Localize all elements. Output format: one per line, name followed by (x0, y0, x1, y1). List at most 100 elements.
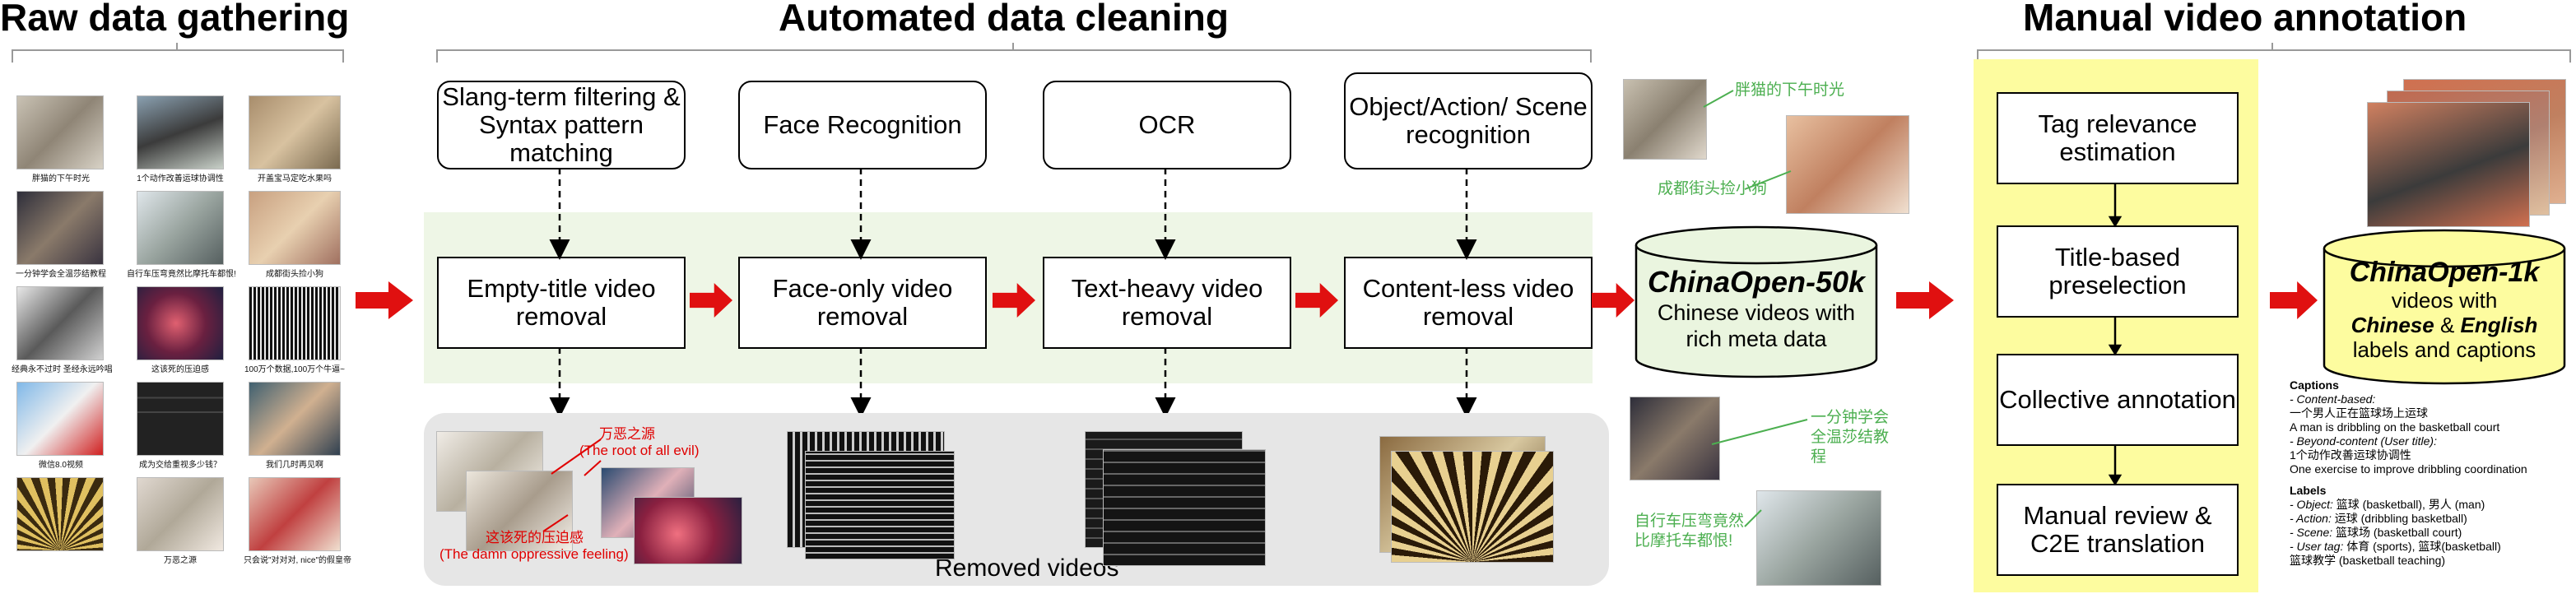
label-user-tag-value: 体育 (sports), 篮球(basketball) (2346, 540, 2501, 553)
slang-filter-label: Slang-term filtering & Syntax pattern ma… (442, 82, 681, 167)
thumb-table (137, 382, 224, 456)
raw-caption: 我们几时再见啊 (266, 461, 323, 470)
thumb-basketball (137, 95, 224, 169)
china1k-chinese: Chinese (2350, 313, 2434, 337)
removed-thumb-cat-2 (466, 471, 573, 551)
ocr-label: OCR (1138, 110, 1196, 139)
removed-caption-en-2: (The damn oppressive feeling) (439, 546, 629, 562)
china50k-description: Chinese videos with rich meta data (1657, 300, 1856, 351)
beyond-content-en: One exercise to improve dribbling coordi… (2290, 462, 2527, 476)
content-less-removal-box: Content-less video removal (1344, 257, 1593, 349)
sample-thumb-tie (1630, 397, 1720, 480)
raw-caption: 胖猫的下午时光 (32, 174, 90, 183)
raw-caption: 这该死的压迫感 (151, 365, 209, 374)
removed-thumb-fan-2 (1391, 451, 1554, 563)
ocr-box: OCR (1043, 81, 1291, 169)
removed-videos-label: Removed videos (935, 555, 1119, 582)
sample-thumb-cat (1623, 79, 1707, 160)
sample-caption-pointers (1703, 90, 1808, 527)
raw-thumbnail-grid: 胖猫的下午时光 1个动作改善运球协调性 开盖宝马定吃水果吗 一分钟学会全温莎结教… (12, 89, 352, 591)
china1k-english: English (2460, 313, 2538, 337)
label-scene: - Scene: 篮球场 (basketball court) (2290, 526, 2462, 540)
slang-filter-box: Slang-term filtering & Syntax pattern ma… (437, 81, 686, 169)
thumb-puppy (249, 191, 341, 265)
raw-caption: 开盖宝马定吃水果吗 (258, 174, 332, 183)
object-action-scene-label: Object/Action/ Scene recognition (1349, 92, 1588, 149)
sample-caption-tie: 一分钟学会全温莎结教程 (1811, 409, 1890, 466)
raw-caption: 一分钟学会全温莎结教程 (16, 270, 106, 279)
content-based-cn: 一个男人正在篮球场上运球 (2290, 406, 2428, 420)
thumb-horse (249, 95, 341, 169)
thumb-bicycle (137, 191, 224, 265)
text-heavy-removal-label: Text-heavy video removal (1071, 274, 1263, 331)
removed-caption-cn-1: 万恶之源 (599, 426, 655, 442)
raw-caption: 100万个数据,100万个牛逼~ (244, 365, 345, 374)
label-scene-key: - Scene: (2290, 526, 2333, 539)
automated-data-cleaning-title: Automated data cleaning (779, 0, 1229, 39)
thumb-cat (16, 95, 104, 169)
face-only-removal-box: Face-only video removal (738, 257, 987, 349)
china1k-title: ChinaOpen-1k (2349, 257, 2540, 288)
title-preselection-box: Title-based preselection (1997, 225, 2239, 318)
content-less-removal-label: Content-less video removal (1362, 274, 1574, 331)
removed-caption-en-1: (The root of all evil) (579, 443, 700, 458)
china50k-cylinder (1634, 225, 1878, 378)
thumb-face (249, 382, 341, 456)
raw-caption: 只会说"对对对, nice"的假皇帝 (244, 556, 352, 565)
empty-title-removal-label: Empty-title video removal (467, 274, 656, 331)
red-arrow-icon (690, 283, 732, 318)
manual-review-box: Manual review & C2E translation (1997, 484, 2239, 576)
raw-caption: 成为交给重视多少钱？ (139, 461, 221, 470)
china1k-line2: Chinese & English (2326, 313, 2563, 338)
sample-caption-cat: 胖猫的下午时光 (1735, 81, 1845, 99)
raw-brace (12, 49, 344, 63)
red-arrow-icon (1592, 283, 1634, 318)
red-arrow-icon (1295, 283, 1338, 318)
red-arrow-icon (2270, 281, 2318, 319)
tag-relevance-box: Tag relevance estimation (1997, 92, 2239, 184)
label-user-tag-2: 篮球教学 (basketball teaching) (2290, 554, 2446, 567)
label-action-value: 运球 (dribbling basketball) (2334, 512, 2467, 525)
raw-caption: 万恶之源 (164, 556, 197, 565)
thumb-fan (16, 477, 104, 551)
label-user-tag-key: - User tag: (2290, 540, 2344, 553)
raw-caption: 自行车压弯竟然比摩托车都恨! (127, 270, 236, 279)
removed-caption-pointers (542, 439, 602, 532)
china1k-line3: labels and captions (2352, 337, 2536, 362)
collective-annotation-label: Collective annotation (1999, 385, 2236, 414)
thumb-root-evil (137, 477, 224, 551)
title-preselection-label: Title-based preselection (2048, 243, 2187, 299)
basketball-thumb-front (2367, 102, 2530, 227)
beyond-content-label: - Beyond-content (User title): (2290, 434, 2437, 448)
thumb-classic (16, 286, 104, 360)
red-arrow-icon (993, 283, 1035, 318)
manual-review-label: Manual review & C2E translation (2023, 501, 2212, 558)
raw-caption: 1个动作改善运球协调性 (137, 174, 224, 183)
labels-heading: Labels (2290, 484, 2327, 497)
sample-thumb-puppy (1786, 115, 1909, 214)
removed-caption-cn-2: 这该死的压迫感 (486, 530, 584, 545)
face-only-removal-label: Face-only video removal (772, 274, 953, 331)
thumb-data (249, 286, 341, 360)
thumb-emperor (249, 477, 341, 551)
red-arrow-icon (1896, 281, 1954, 319)
text-heavy-removal-box: Text-heavy video removal (1043, 257, 1291, 349)
label-object: - Object: 篮球 (basketball), 男人 (man) (2290, 498, 2485, 512)
annotation-connectors (2108, 183, 2123, 485)
china1k-line1: videos with (2391, 288, 2498, 313)
face-recognition-label: Face Recognition (763, 110, 962, 139)
china1k-amp: & (2439, 313, 2455, 337)
raw-caption: 经典永不过时 圣经永远吟唱 (12, 365, 113, 374)
removed-thumb-text-2 (1103, 449, 1266, 566)
object-action-scene-box: Object/Action/ Scene recognition (1344, 72, 1593, 169)
face-recognition-box: Face Recognition (738, 81, 987, 169)
manual-video-annotation-title: Manual video annotation (2023, 0, 2467, 39)
sample-thumb-bicycle (1756, 490, 1881, 586)
red-arrow-icon (356, 281, 413, 319)
label-action-key: - Action: (2290, 512, 2332, 525)
china1k-cylinder (2323, 229, 2566, 385)
label-action: - Action: 运球 (dribbling basketball) (2290, 512, 2467, 526)
collective-annotation-box: Collective annotation (1997, 354, 2239, 446)
thumb-oppressive (137, 286, 224, 360)
cleaning-brace (436, 49, 1592, 63)
